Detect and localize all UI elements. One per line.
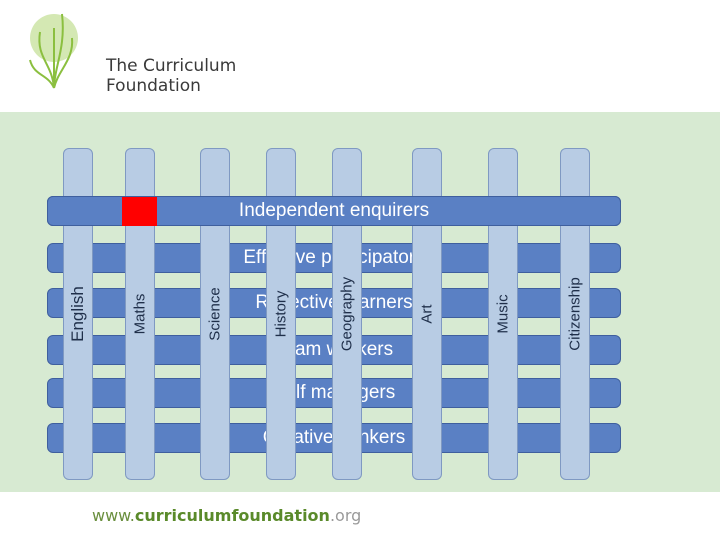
vbar-label: History: [272, 290, 290, 338]
footer-url-prefix: www.: [92, 506, 135, 525]
hbar-label: Independent enquirers: [238, 200, 430, 221]
vbar-label: English: [68, 286, 87, 342]
tree-logo-icon: [29, 13, 78, 89]
vbar-label: Music: [494, 294, 512, 334]
vbar-label: Geography: [338, 276, 356, 352]
footer-url[interactable]: www.curriculumfoundation.org: [92, 506, 361, 525]
logo-text-line1: The Curriculum: [106, 56, 237, 76]
highlight-intersection: [122, 197, 157, 226]
footer-url-suffix: .org: [329, 506, 362, 525]
vbar-label: Citizenship: [566, 277, 584, 351]
curriculum-foundation-logo: The Curriculum Foundation: [14, 8, 237, 98]
logo-text-line2: Foundation: [106, 76, 201, 96]
vbar-label: Art: [418, 304, 436, 324]
footer-url-domain: curriculumfoundation: [134, 506, 330, 525]
vbar-label: Science: [206, 287, 224, 341]
vbar-label: Maths: [131, 293, 149, 335]
